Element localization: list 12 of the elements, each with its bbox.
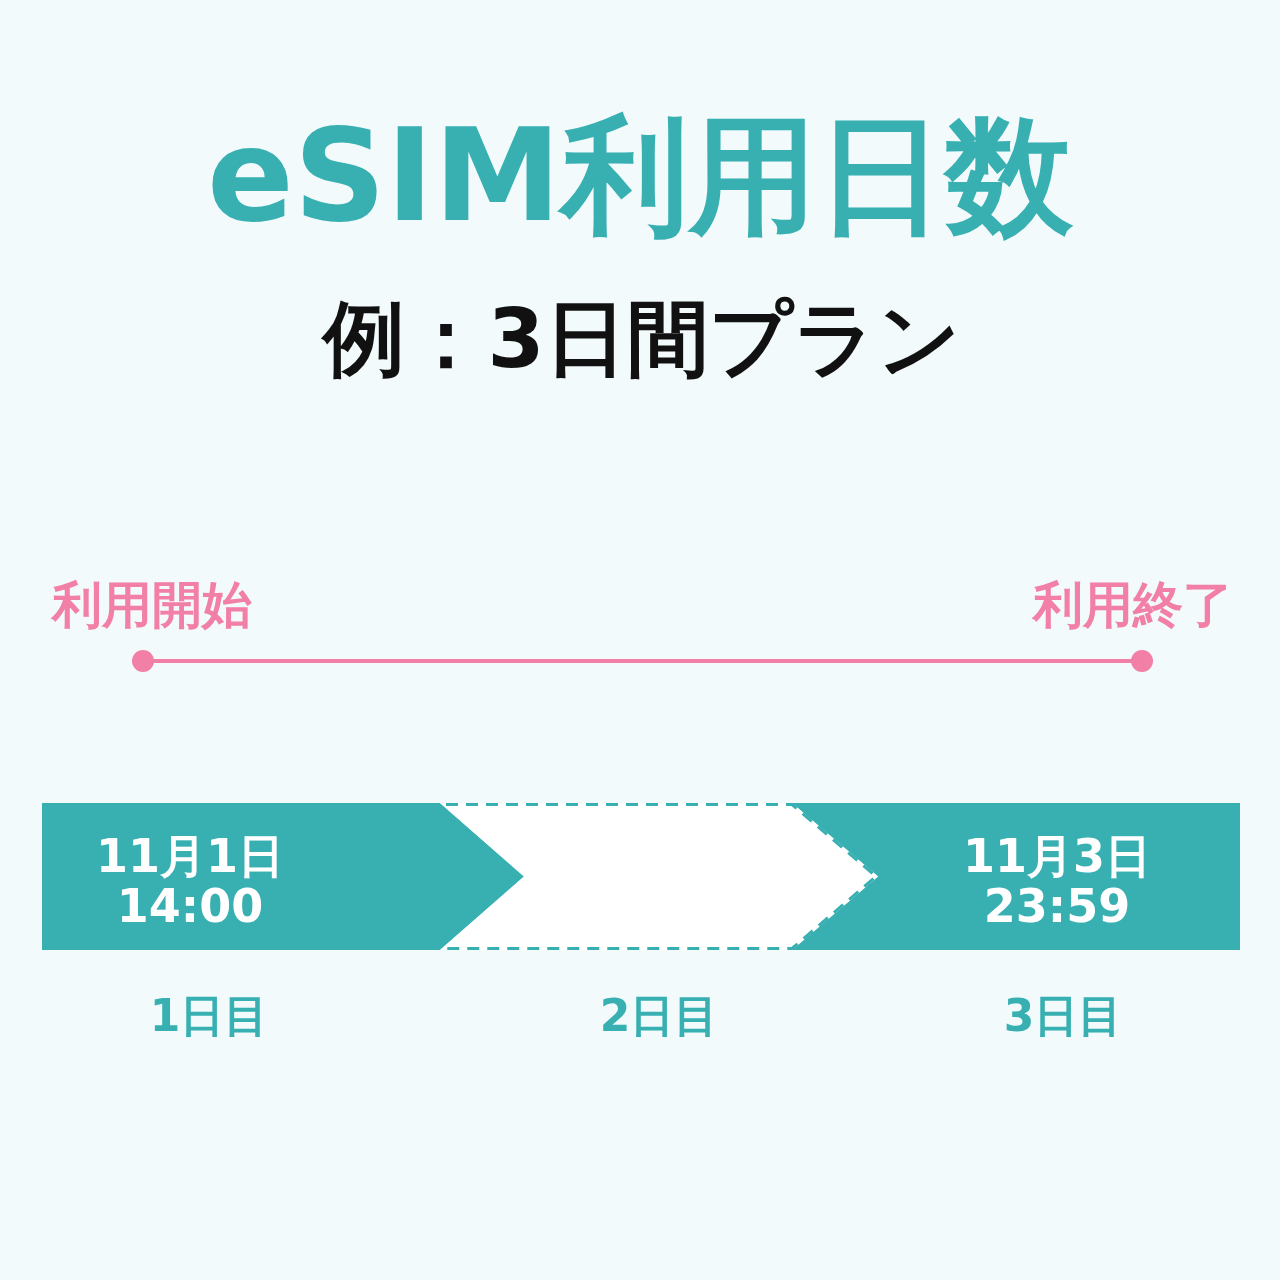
day-label: 1日目: [149, 994, 269, 1038]
date-text: 11月1日: [96, 833, 284, 879]
arrow-band: [42, 803, 524, 950]
start-label: 利用開始: [52, 580, 252, 630]
date-text: 11月3日: [963, 833, 1151, 879]
time-text: 14:00: [116, 883, 264, 929]
subtitle: 例：3日間プラン: [323, 298, 961, 380]
time-text: 23:59: [983, 883, 1131, 929]
end-label: 利用終了: [1033, 580, 1233, 630]
day-label: 3日目: [1003, 994, 1123, 1038]
title-heading: eSIM利用日数: [207, 112, 1073, 240]
day-label: 2日目: [599, 994, 719, 1038]
